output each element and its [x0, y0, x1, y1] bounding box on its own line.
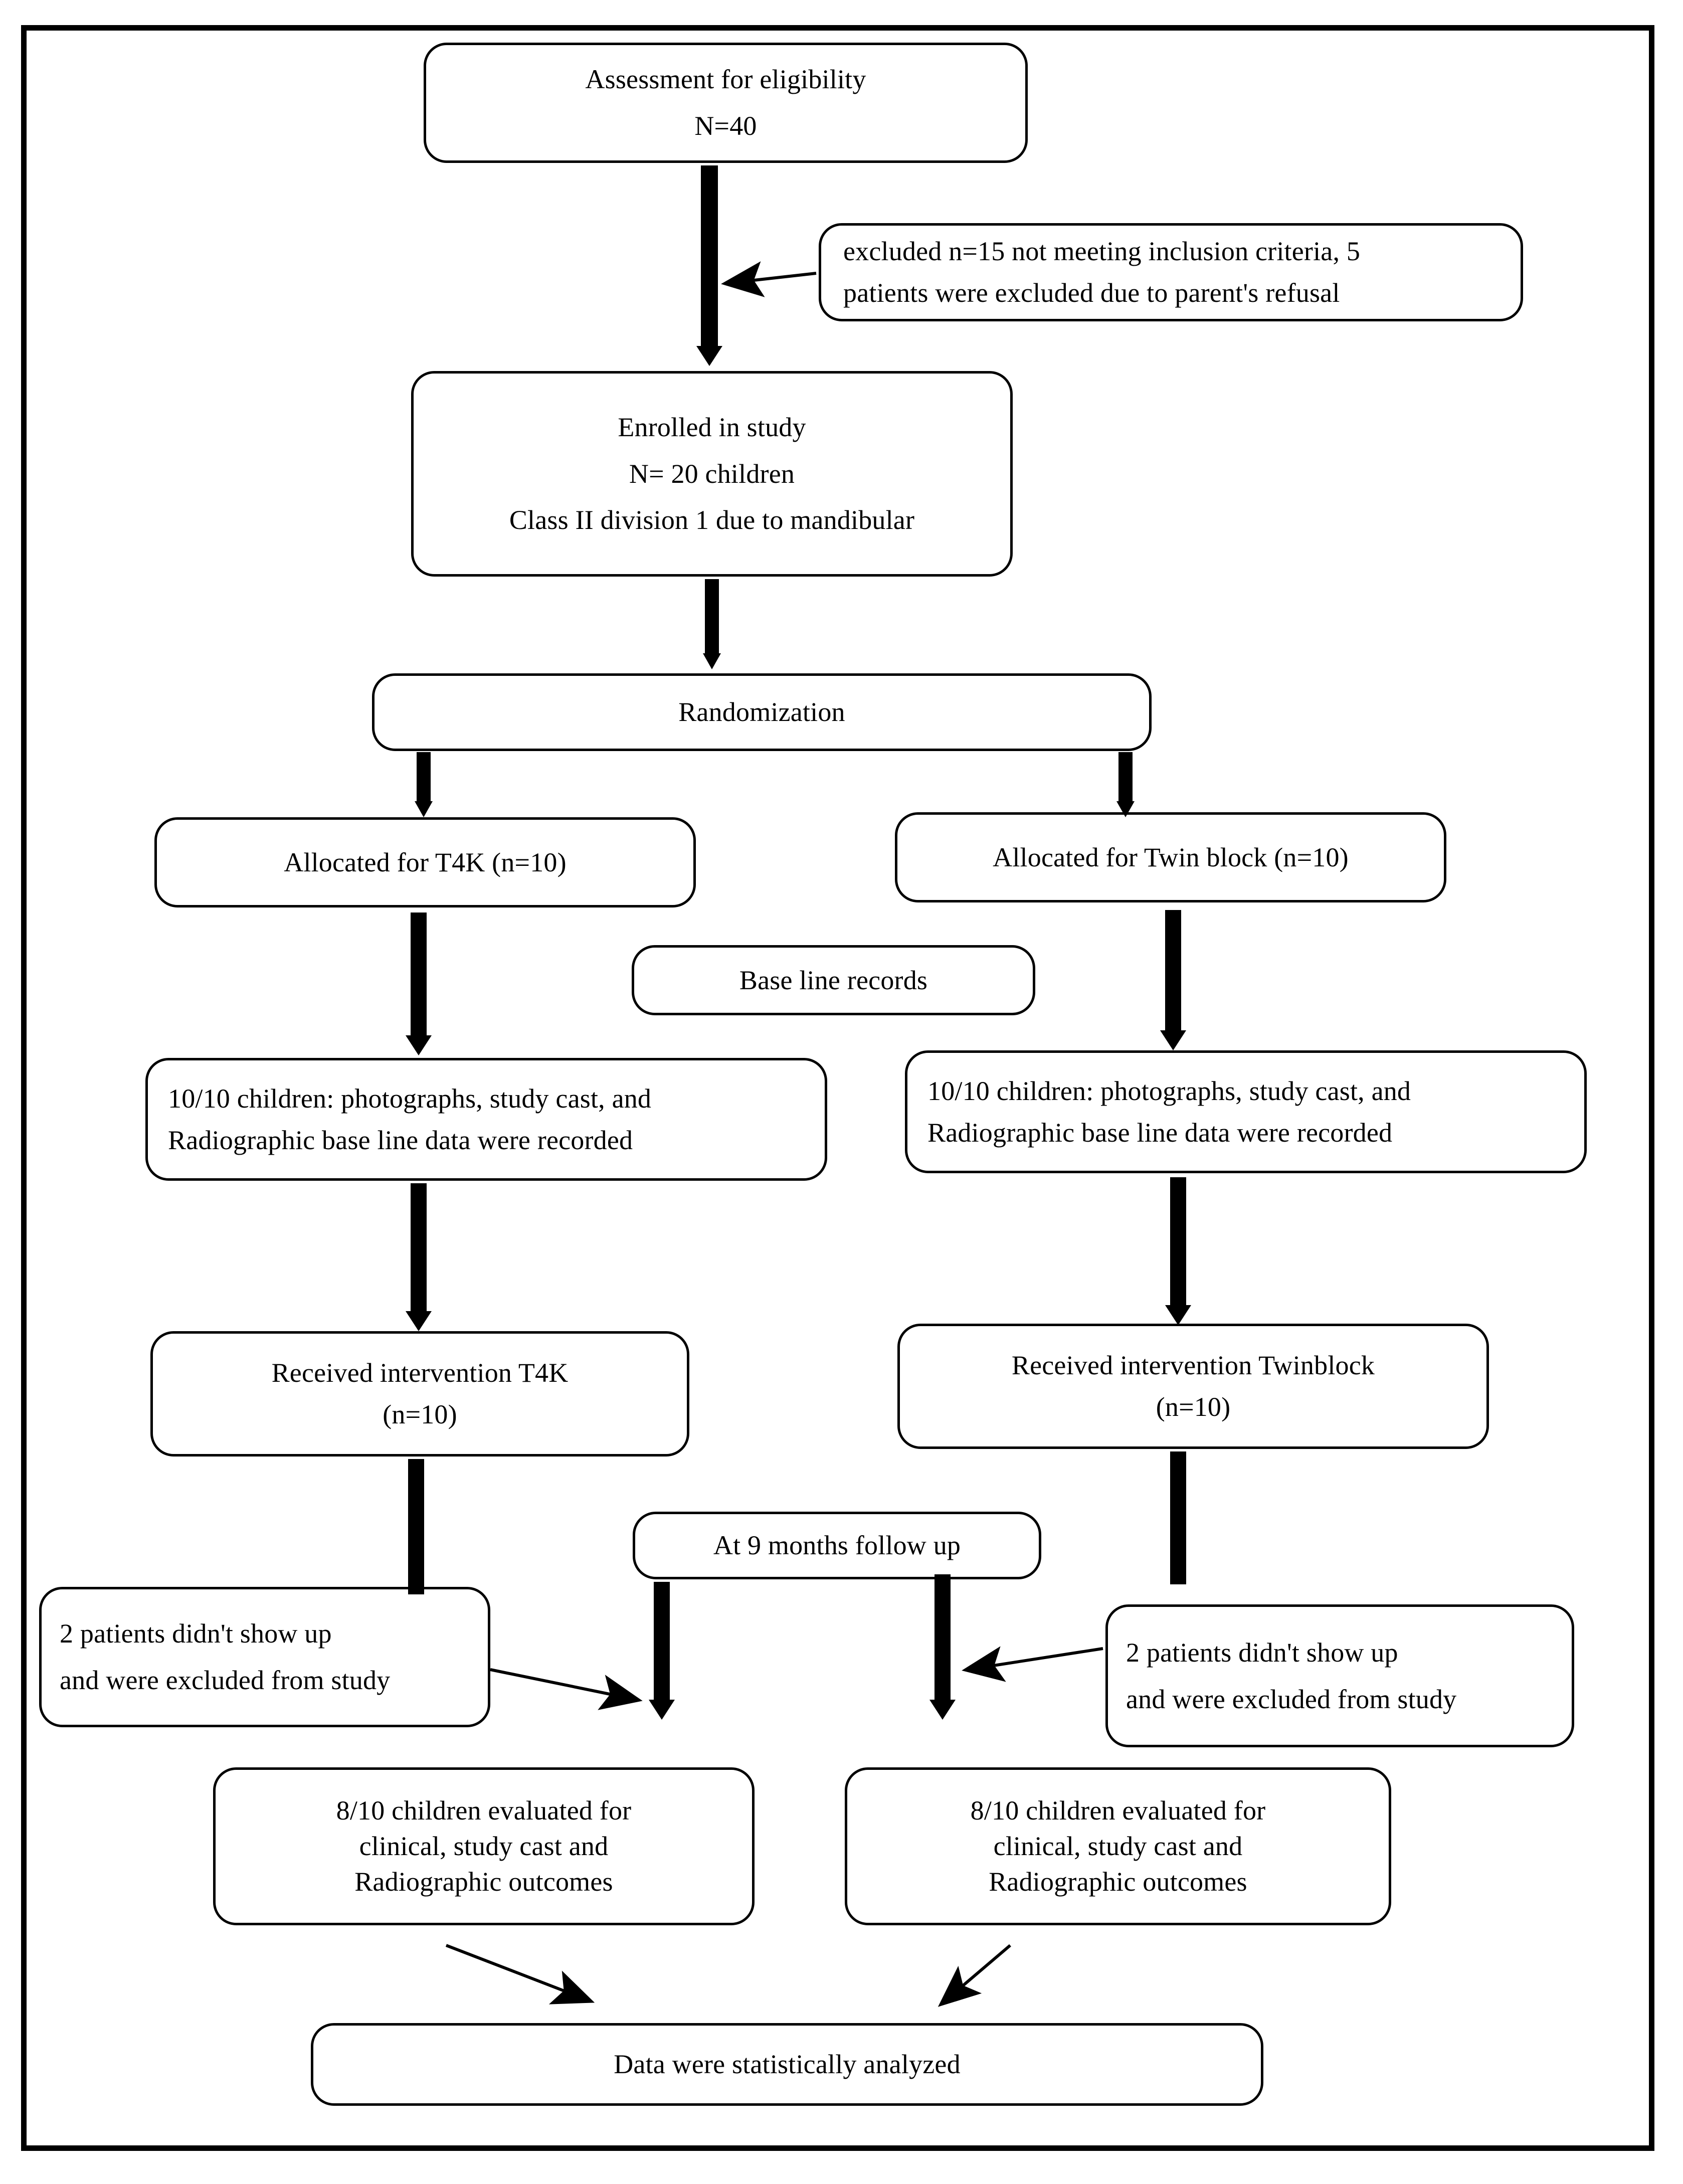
node-excluded-top[interactable]: excluded n=15 not meeting inclusion crit… — [819, 223, 1523, 321]
node-allocated-t4k[interactable]: Allocated for T4K (n=10) — [154, 817, 696, 907]
node-dropout-right-line-1: 2 patients didn't show up — [1126, 1637, 1398, 1668]
node-base-line-records[interactable]: Base line records — [632, 945, 1035, 1015]
arrow-alloc-twin-to-baseline-right — [1156, 910, 1191, 1050]
node-intervention-t4k-line-2: (n=10) — [383, 1399, 457, 1429]
node-intervention-t4k[interactable]: Received intervention T4K (n=10) — [150, 1331, 689, 1457]
node-data-analyzed[interactable]: Data were statistically analyzed — [311, 2023, 1263, 2106]
node-baseline-data-left[interactable]: 10/10 children: photographs, study cast,… — [145, 1058, 827, 1181]
node-dropout-right[interactable]: 2 patients didn't show up and were exclu… — [1105, 1604, 1574, 1747]
node-assessment-line-2: N=40 — [694, 111, 757, 141]
arrow-assessment-to-enrolled — [692, 165, 727, 366]
node-evaluated-left[interactable]: 8/10 children evaluated for clinical, st… — [213, 1767, 755, 1925]
node-nine-months-followup[interactable]: At 9 months follow up — [633, 1512, 1041, 1579]
node-intervention-twinblock-line-1: Received intervention Twinblock — [1011, 1350, 1375, 1381]
node-evaluated-left-line-3: Radiographic outcomes — [354, 1866, 613, 1897]
node-evaluated-left-line-2: clinical, study cast and — [359, 1831, 609, 1862]
node-baseline-data-right[interactable]: 10/10 children: photographs, study cast,… — [905, 1050, 1587, 1173]
node-enrolled-line-2: N= 20 children — [629, 458, 795, 489]
arrow-alloc-t4k-to-baseline-left — [401, 913, 436, 1055]
arrow-followup-right-to-evaluated-right — [925, 1574, 960, 1720]
node-baseline-data-left-line-2: Radiographic base line data were recorde… — [168, 1125, 633, 1155]
node-assessment-line-1: Assessment for eligibility — [585, 64, 866, 95]
node-enrolled-line-1: Enrolled in study — [618, 412, 806, 442]
arrow-intervention-left-down — [399, 1459, 434, 1594]
node-enrolled-in-study[interactable]: Enrolled in study N= 20 children Class I… — [411, 371, 1013, 577]
node-evaluated-right-line-2: clinical, study cast and — [993, 1831, 1243, 1862]
node-base-line-records-label: Base line records — [739, 965, 928, 995]
node-evaluated-right[interactable]: 8/10 children evaluated for clinical, st… — [845, 1767, 1391, 1925]
node-randomization-label: Randomization — [678, 697, 845, 727]
node-allocated-twin-block-label: Allocated for Twin block (n=10) — [993, 842, 1349, 872]
node-data-analyzed-label: Data were statistically analyzed — [614, 2049, 961, 2080]
arrow-baseline-left-to-intervention-left — [401, 1183, 436, 1331]
node-excluded-top-line-2: patients were excluded due to parent's r… — [843, 278, 1340, 308]
node-evaluated-right-line-3: Radiographic outcomes — [989, 1866, 1247, 1897]
node-baseline-data-right-line-2: Radiographic base line data were recorde… — [927, 1117, 1393, 1148]
node-evaluated-right-line-1: 8/10 children evaluated for — [970, 1795, 1266, 1826]
node-baseline-data-left-line-1: 10/10 children: photographs, study cast,… — [168, 1083, 652, 1114]
node-dropout-left-line-1: 2 patients didn't show up — [60, 1618, 332, 1649]
node-intervention-twinblock[interactable]: Received intervention Twinblock (n=10) — [897, 1324, 1489, 1449]
node-intervention-twinblock-line-2: (n=10) — [1156, 1392, 1231, 1422]
node-dropout-left[interactable]: 2 patients didn't show up and were exclu… — [39, 1587, 490, 1727]
node-dropout-right-line-2: and were excluded from study — [1126, 1684, 1457, 1714]
arrow-intervention-right-down — [1161, 1451, 1196, 1584]
arrow-randomization-to-alloc-t4k — [409, 752, 439, 817]
node-evaluated-left-line-1: 8/10 children evaluated for — [336, 1795, 632, 1826]
arrow-enrolled-to-randomization — [697, 579, 727, 669]
arrow-randomization-to-alloc-twin — [1110, 752, 1141, 817]
node-assessment-for-eligibility[interactable]: Assessment for eligibility N=40 — [424, 43, 1028, 163]
node-dropout-left-line-2: and were excluded from study — [60, 1665, 391, 1695]
node-nine-months-followup-label: At 9 months follow up — [713, 1530, 961, 1561]
node-randomization[interactable]: Randomization — [372, 673, 1152, 751]
node-intervention-t4k-line-1: Received intervention T4K — [271, 1358, 569, 1388]
arrow-followup-left-to-evaluated-left — [644, 1582, 679, 1720]
node-enrolled-line-3: Class II division 1 due to mandibular — [509, 505, 915, 535]
node-allocated-t4k-label: Allocated for T4K (n=10) — [284, 847, 567, 877]
node-excluded-top-line-1: excluded n=15 not meeting inclusion crit… — [843, 236, 1361, 267]
arrow-baseline-right-to-intervention-right — [1161, 1177, 1196, 1325]
node-allocated-twin-block[interactable]: Allocated for Twin block (n=10) — [895, 812, 1446, 902]
node-baseline-data-right-line-1: 10/10 children: photographs, study cast,… — [927, 1075, 1411, 1106]
